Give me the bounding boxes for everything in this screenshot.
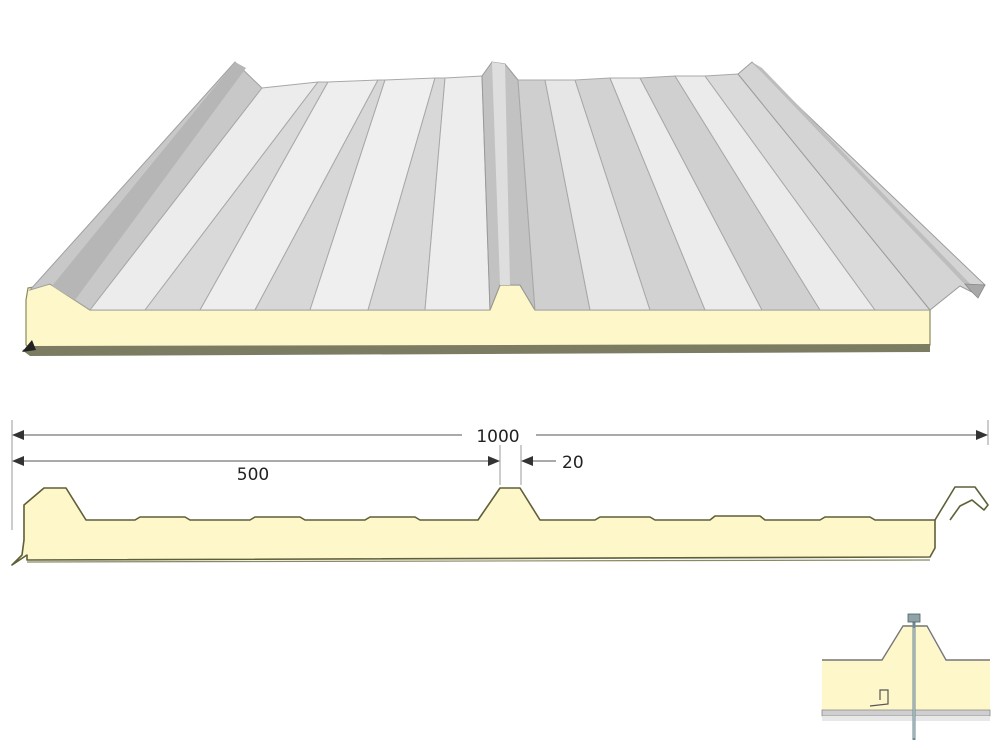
joint-detail-bottom-liner bbox=[821, 709, 991, 717]
panel-corner-notch bbox=[22, 340, 36, 352]
cross-section-core bbox=[11, 487, 936, 566]
arrowhead-1000-left bbox=[12, 430, 24, 440]
panel-right-rib-top bbox=[752, 62, 978, 292]
panel-left-flats bbox=[88, 75, 491, 311]
panel-right-lip bbox=[964, 283, 986, 299]
dimension-annotations bbox=[11, 420, 989, 530]
panel-perspective-view bbox=[22, 61, 986, 356]
joint-detail-purlin bbox=[822, 716, 990, 721]
joint-detail-overlap bbox=[869, 689, 889, 707]
arrowhead-20 bbox=[521, 456, 533, 466]
cross-section-bottom-liner bbox=[26, 559, 931, 563]
panel-left-rib-top bbox=[52, 62, 246, 300]
arrowhead-500-left bbox=[12, 456, 24, 466]
arrowhead-500-right bbox=[488, 456, 500, 466]
panel-cross-section bbox=[11, 486, 989, 566]
dimension-label-500: 500 bbox=[237, 465, 269, 485]
joint-detail-core bbox=[822, 660, 990, 710]
dimension-label-20: 20 bbox=[562, 453, 584, 473]
fastener-head-icon bbox=[907, 613, 921, 623]
dimension-label-1000: 1000 bbox=[476, 427, 519, 447]
panel-bottom-liner bbox=[22, 344, 930, 356]
arrowhead-1000-right bbox=[976, 430, 988, 440]
panel-middle-rib-highlight bbox=[492, 62, 510, 285]
joint-detail bbox=[821, 613, 991, 740]
cross-section-right-crest bbox=[934, 486, 989, 521]
